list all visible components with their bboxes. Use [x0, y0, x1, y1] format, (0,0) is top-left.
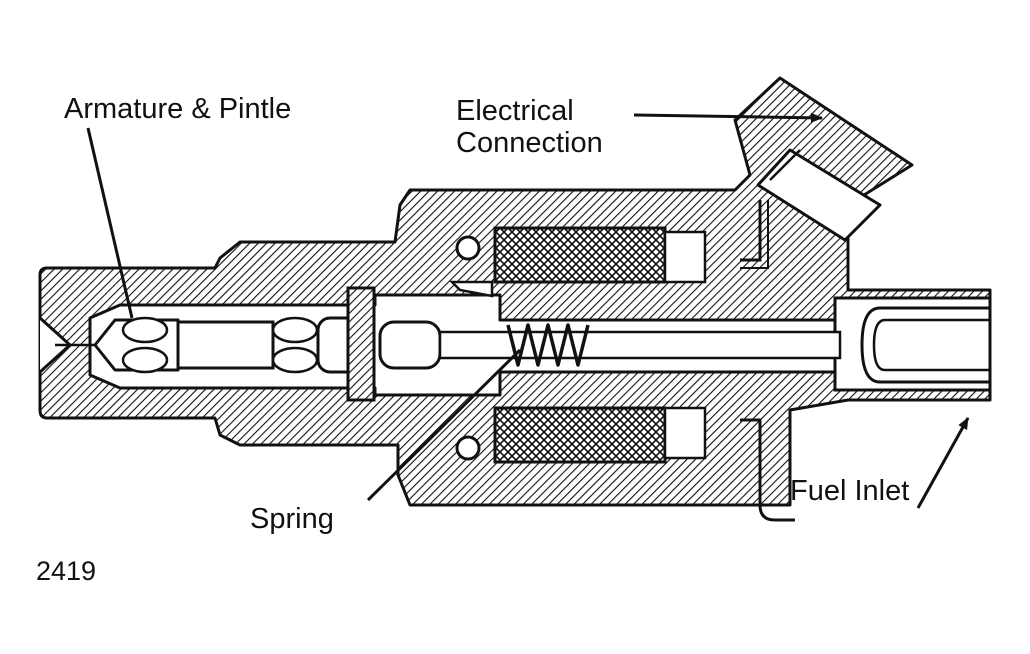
electrical-connector	[740, 148, 882, 269]
injector-housing	[38, 76, 992, 507]
leader-spring	[366, 348, 522, 502]
figure-number: 2419	[36, 556, 96, 586]
fuel-passage	[740, 418, 795, 522]
leader-fuel-inlet	[916, 417, 970, 509]
label-spring: Spring	[250, 503, 334, 535]
label-fuel-inlet: Fuel Inlet	[790, 475, 909, 507]
leader-electrical	[633, 112, 823, 123]
armature-pintle	[93, 286, 842, 402]
label-electrical-line2: Connection	[456, 127, 603, 159]
label-armature-pintle: Armature & Pintle	[64, 93, 291, 125]
solenoid-coil-upper	[448, 226, 707, 298]
solenoid-coil-lower	[455, 406, 707, 464]
leader-armature	[86, 127, 134, 319]
return-spring	[506, 323, 590, 367]
label-electrical-line1: Electrical	[456, 95, 574, 127]
